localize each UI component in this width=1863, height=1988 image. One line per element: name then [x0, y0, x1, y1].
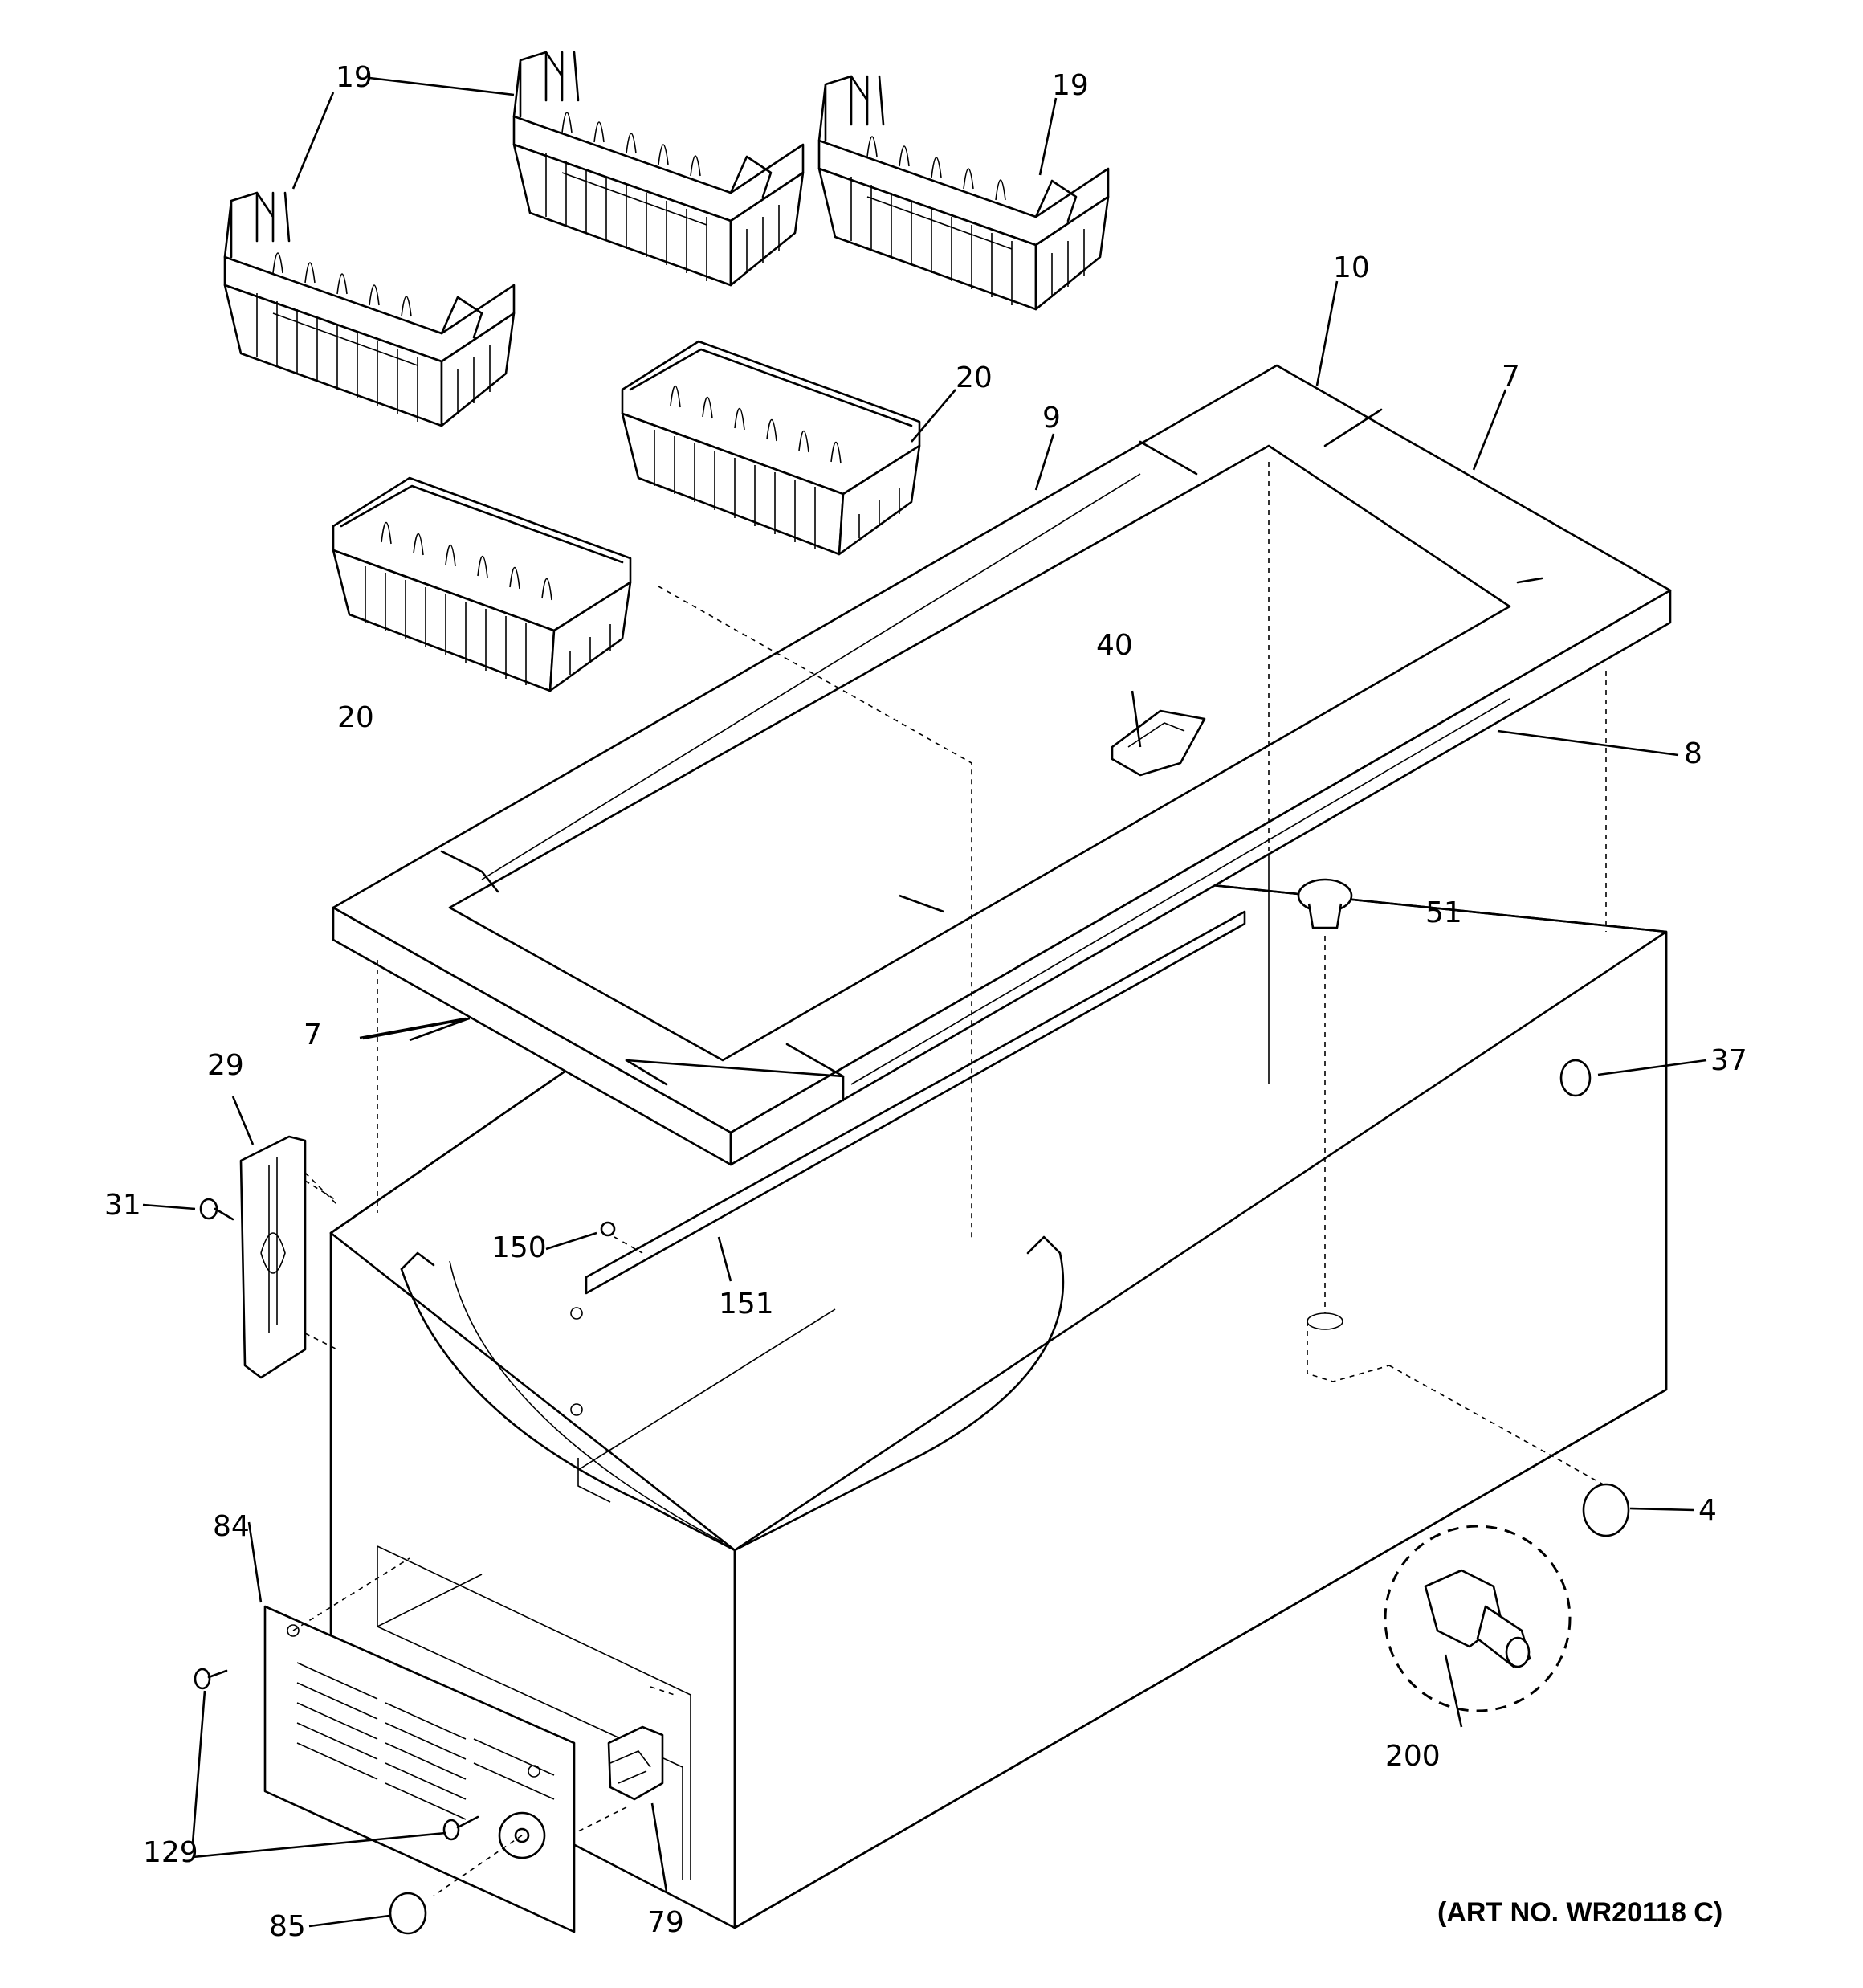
callout-20-middle: 20 — [956, 361, 993, 394]
part-129-screws — [194, 1668, 479, 1841]
callout-79: 79 — [647, 1906, 684, 1939]
part-29-hinge — [239, 1135, 338, 1379]
callout-9: 9 — [1042, 402, 1061, 435]
art-number: (ART NO. WR20118 C) — [1437, 1897, 1722, 1928]
callout-40: 40 — [1096, 629, 1133, 662]
breaker-strip-frame — [332, 364, 1672, 1166]
callout-51: 51 — [1425, 896, 1462, 929]
part-85-knob — [389, 1892, 427, 1935]
callout-84: 84 — [213, 1510, 250, 1543]
basket-20-middle — [621, 340, 921, 556]
leader-lines — [142, 76, 1707, 1928]
callout-29: 29 — [207, 1049, 244, 1082]
callout-19-right: 19 — [1052, 69, 1089, 102]
part-200-drain-fitting — [1384, 1525, 1572, 1712]
part-31-screw — [199, 1198, 234, 1221]
part-84-grille — [263, 1557, 576, 1933]
callout-150: 150 — [491, 1231, 547, 1264]
callout-7-right: 7 — [1502, 360, 1520, 393]
drain-tube — [1307, 936, 1607, 1487]
callout-8: 8 — [1684, 737, 1702, 770]
basket-20-lower — [332, 476, 632, 692]
callout-37: 37 — [1710, 1044, 1747, 1077]
alignment-lines — [304, 462, 1607, 1241]
part-79-control — [577, 1686, 675, 1832]
callout-7-left: 7 — [304, 1018, 322, 1051]
callout-19-top: 19 — [336, 61, 373, 94]
callout-labels: 19 19 20 20 9 10 7 7 8 40 51 37 29 31 15… — [104, 61, 1747, 1943]
part-37-grommet — [1559, 1059, 1592, 1097]
basket-19-right — [817, 75, 1110, 311]
part-4-plug — [1582, 1483, 1630, 1537]
callout-4: 4 — [1698, 1494, 1717, 1527]
basket-19-left — [223, 191, 516, 427]
callout-20-lower: 20 — [337, 701, 374, 734]
basket-19-center — [512, 51, 805, 287]
callout-151: 151 — [719, 1288, 774, 1321]
callout-31: 31 — [104, 1189, 141, 1222]
callout-85: 85 — [269, 1910, 306, 1943]
callout-200: 200 — [1385, 1740, 1441, 1773]
part-51-plug — [1297, 878, 1353, 929]
part-40-pad — [1111, 709, 1206, 777]
callout-129: 129 — [143, 1836, 198, 1869]
callout-10: 10 — [1333, 251, 1370, 284]
part-150-screw — [600, 1221, 643, 1254]
